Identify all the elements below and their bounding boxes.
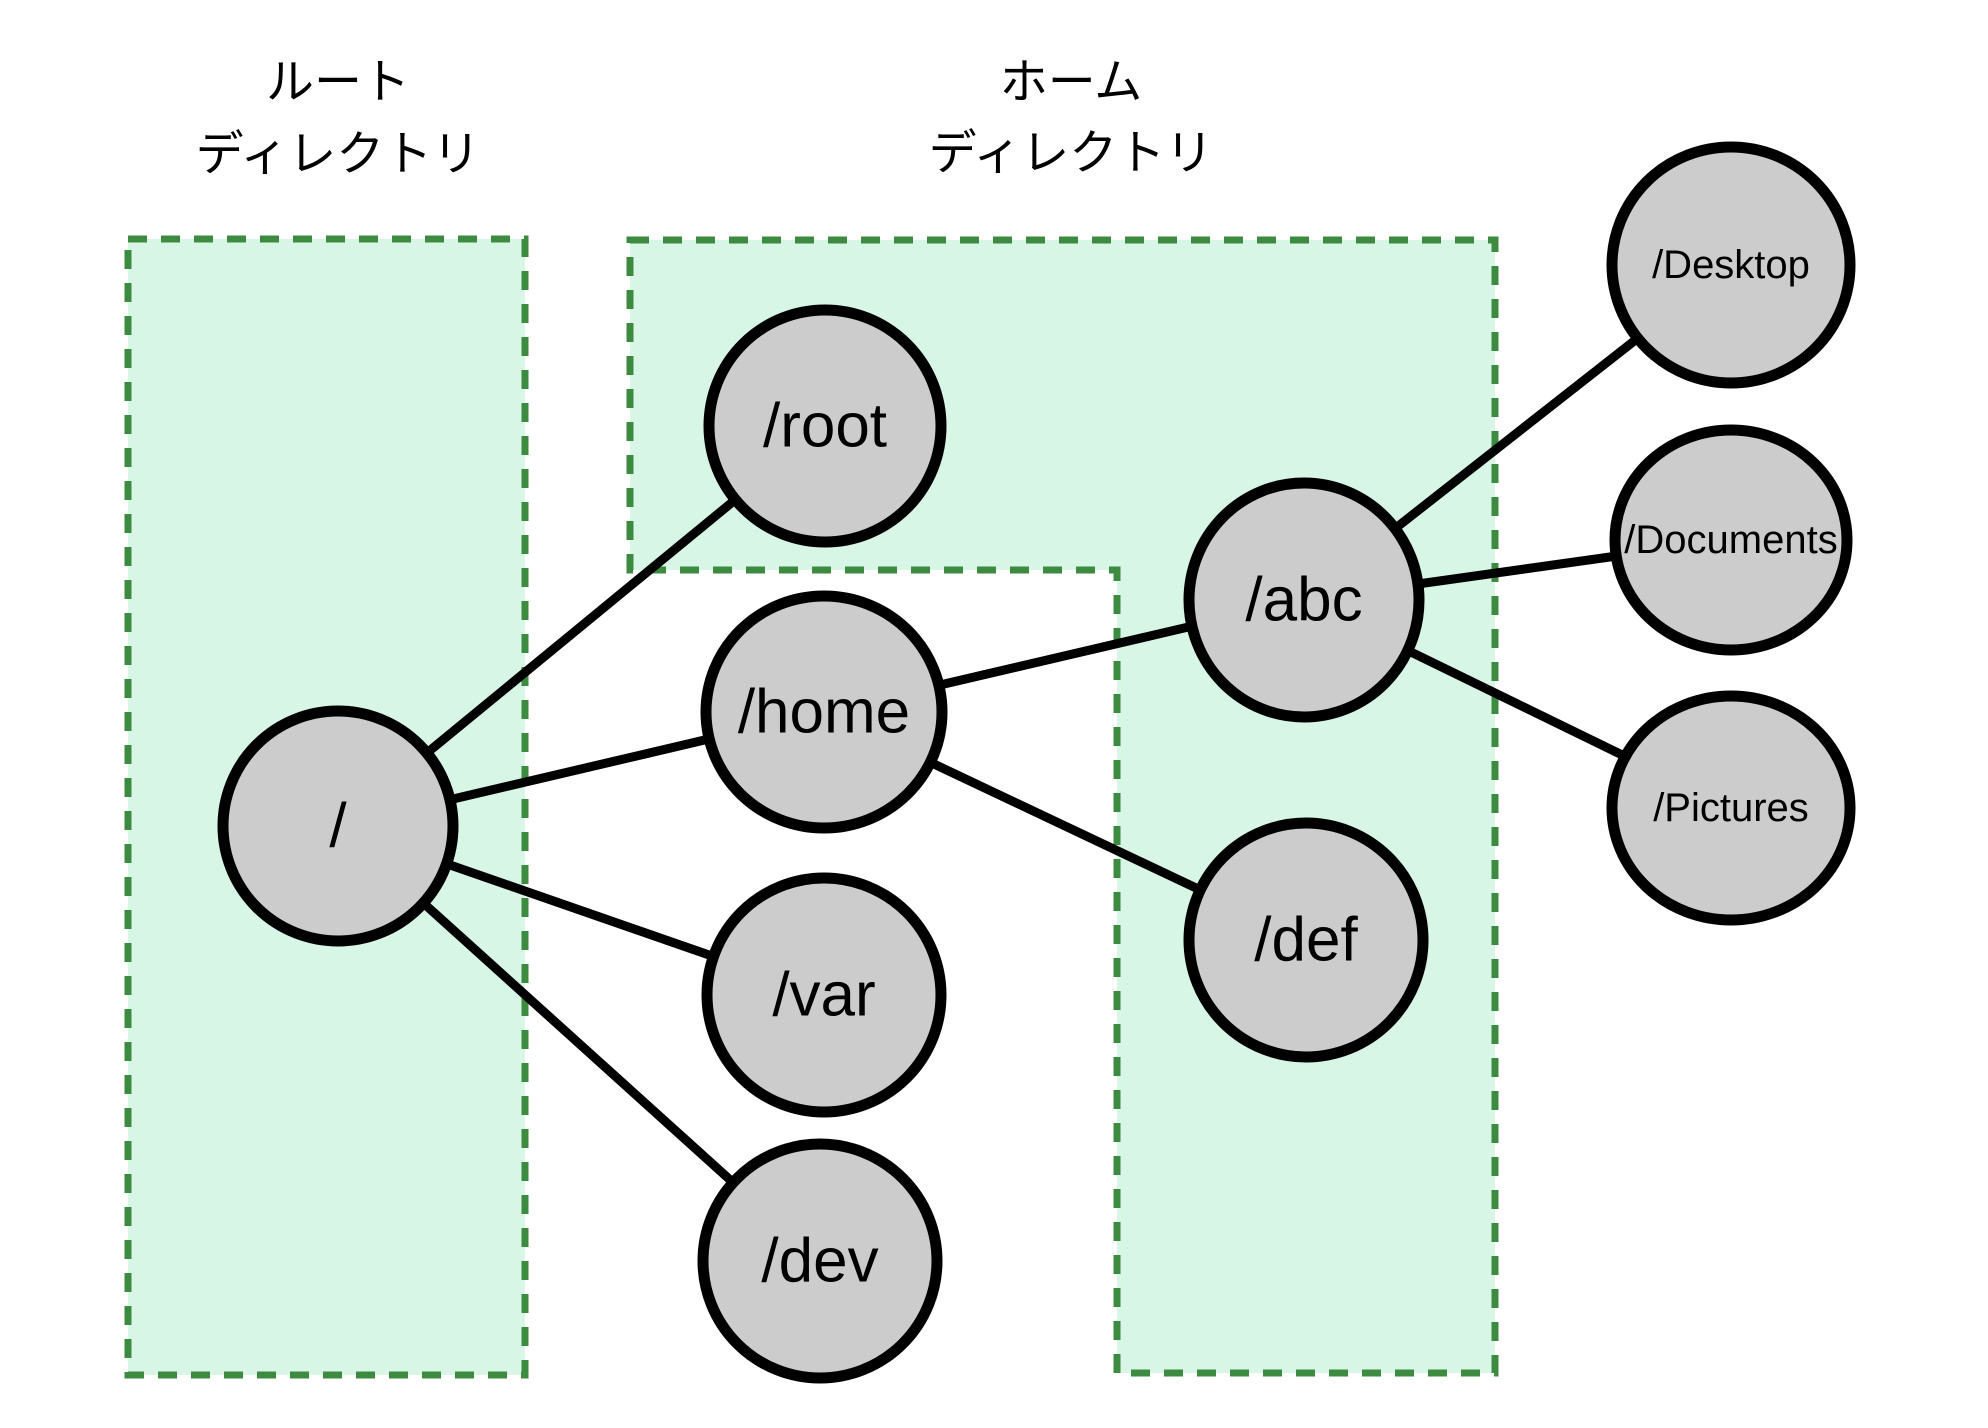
node-label-documents: /Documents — [1624, 518, 1837, 562]
node-circle-var — [701, 872, 947, 1118]
node-def: /def — [1183, 817, 1429, 1063]
node-abc: /abc — [1183, 477, 1425, 723]
node-label-root: / — [329, 792, 347, 861]
node-circle-documents — [1609, 424, 1853, 656]
node-label-desktop: /Desktop — [1652, 243, 1810, 287]
node-root: / — [217, 705, 459, 947]
node-label-var: /var — [772, 961, 875, 1030]
node-home: /home — [700, 590, 948, 834]
node-circle-def — [1183, 817, 1429, 1063]
node-pictures: /Pictures — [1606, 690, 1856, 926]
root-directory-label: ルートディレクトリ — [196, 56, 481, 181]
home-directory-label: ホームディレクトリ — [929, 56, 1214, 180]
node-circle-home — [700, 590, 948, 834]
node-desktop: /Desktop — [1606, 141, 1856, 389]
node-circle-rootdir — [703, 304, 947, 548]
node-label-abc: /abc — [1245, 566, 1362, 635]
node-circle-root — [217, 705, 459, 947]
node-rootdir: /root — [703, 304, 947, 548]
node-circle-dev — [697, 1138, 943, 1384]
node-label-rootdir: /root — [763, 392, 887, 461]
node-circle-pictures — [1606, 690, 1856, 926]
node-var: /var — [701, 872, 947, 1118]
node-label-pictures: /Pictures — [1653, 786, 1809, 830]
node-circle-abc — [1183, 477, 1425, 723]
node-label-dev: /dev — [761, 1227, 878, 1296]
node-dev: /dev — [697, 1138, 943, 1384]
node-label-home: /home — [738, 678, 910, 747]
node-circle-desktop — [1606, 141, 1856, 389]
node-documents: /Documents — [1609, 424, 1853, 656]
node-label-def: /def — [1254, 906, 1358, 975]
